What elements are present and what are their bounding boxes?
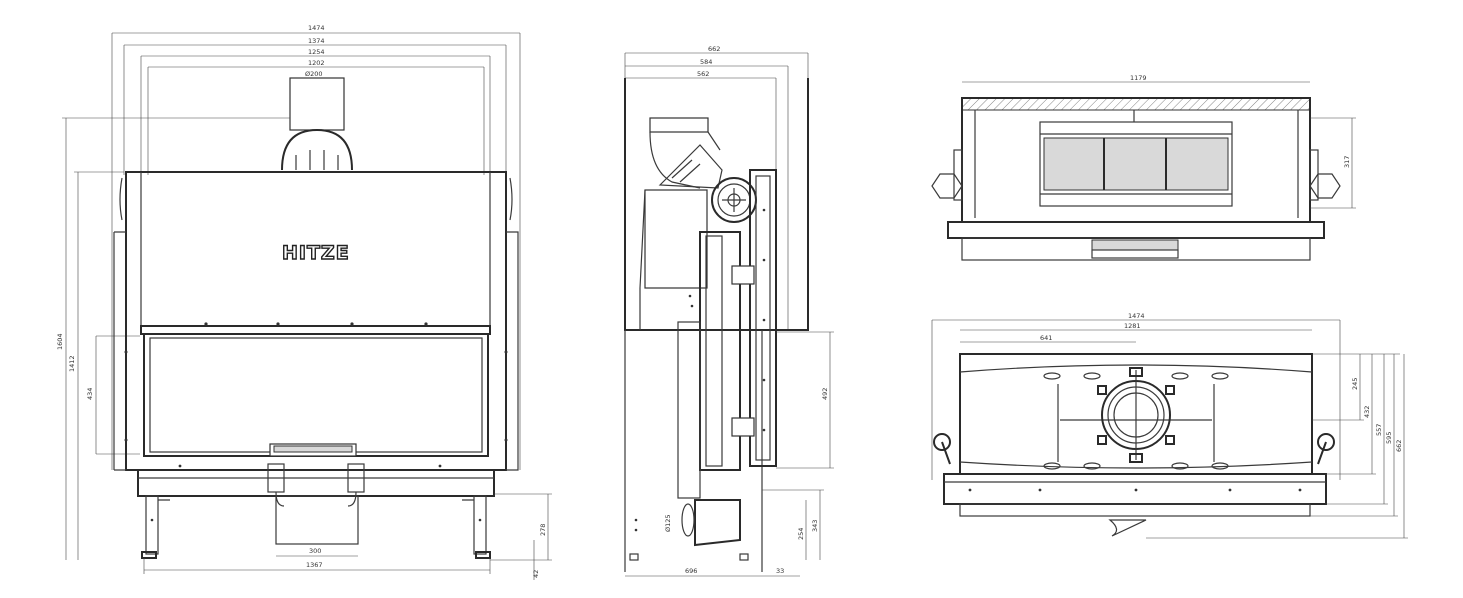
front-dim-flue: Ø200 bbox=[305, 70, 323, 78]
side-dim-696: 696 bbox=[685, 567, 697, 575]
brand-logo: HITZE bbox=[282, 242, 350, 264]
side-dim-584: 584 bbox=[700, 58, 712, 66]
top-dim-317: 317 bbox=[1343, 156, 1351, 168]
front-dim-1202: 1202 bbox=[308, 59, 325, 67]
bottom-dim-662: 662 bbox=[1395, 440, 1403, 452]
side-view: 662 584 562 bbox=[624, 45, 834, 577]
right-hex-nut bbox=[1309, 173, 1341, 199]
front-outlet bbox=[275, 495, 359, 545]
front-dim-1604: 1604 bbox=[56, 333, 64, 350]
side-dim-492: 492 bbox=[821, 388, 829, 400]
top-dim-1179: 1179 bbox=[1130, 74, 1147, 82]
front-dim-1412: 1412 bbox=[68, 355, 76, 372]
front-dim-278: 278 bbox=[539, 524, 547, 536]
top-grate bbox=[1043, 137, 1229, 191]
left-knob bbox=[933, 433, 951, 451]
bottom-dim-1474: 1474 bbox=[1128, 312, 1145, 320]
side-dim-343: 343 bbox=[811, 520, 819, 532]
front-flue-dome bbox=[281, 128, 353, 171]
front-glass bbox=[143, 333, 489, 457]
top-view: 1179 317 bbox=[931, 74, 1356, 261]
front-dim-1474: 1474 bbox=[308, 24, 325, 32]
side-dim-pipe: Ø125 bbox=[664, 514, 672, 532]
front-flue-collar bbox=[289, 77, 345, 131]
front-dim-1254: 1254 bbox=[308, 48, 325, 56]
bottom-dim-245: 245 bbox=[1351, 378, 1359, 390]
front-body bbox=[125, 171, 507, 471]
left-hex-nut bbox=[931, 173, 963, 199]
bottom-view: 1474 1281 641 bbox=[931, 312, 1408, 539]
front-dim-434: 434 bbox=[86, 388, 94, 400]
side-dim-562: 562 bbox=[697, 70, 709, 78]
side-dim-33: 33 bbox=[776, 567, 784, 575]
top-hatch-band bbox=[961, 97, 1311, 111]
side-dim-254: 254 bbox=[797, 528, 805, 540]
side-dim-662: 662 bbox=[708, 45, 720, 53]
right-knob bbox=[1317, 433, 1335, 451]
bottom-dim-432: 432 bbox=[1363, 406, 1371, 418]
bottom-dim-557: 557 bbox=[1375, 424, 1383, 436]
bottom-dim-1281: 1281 bbox=[1124, 322, 1141, 330]
front-dim-300: 300 bbox=[309, 547, 321, 555]
bottom-dim-595: 595 bbox=[1385, 432, 1393, 444]
bottom-dim-641: 641 bbox=[1040, 334, 1052, 342]
front-dim-1374: 1374 bbox=[308, 37, 325, 45]
front-view: 1474 1374 1254 1202 Ø200 1604 1412 434 bbox=[56, 24, 552, 580]
front-dim-1367: 1367 bbox=[306, 561, 323, 569]
front-dim-42: 42 bbox=[532, 570, 540, 578]
